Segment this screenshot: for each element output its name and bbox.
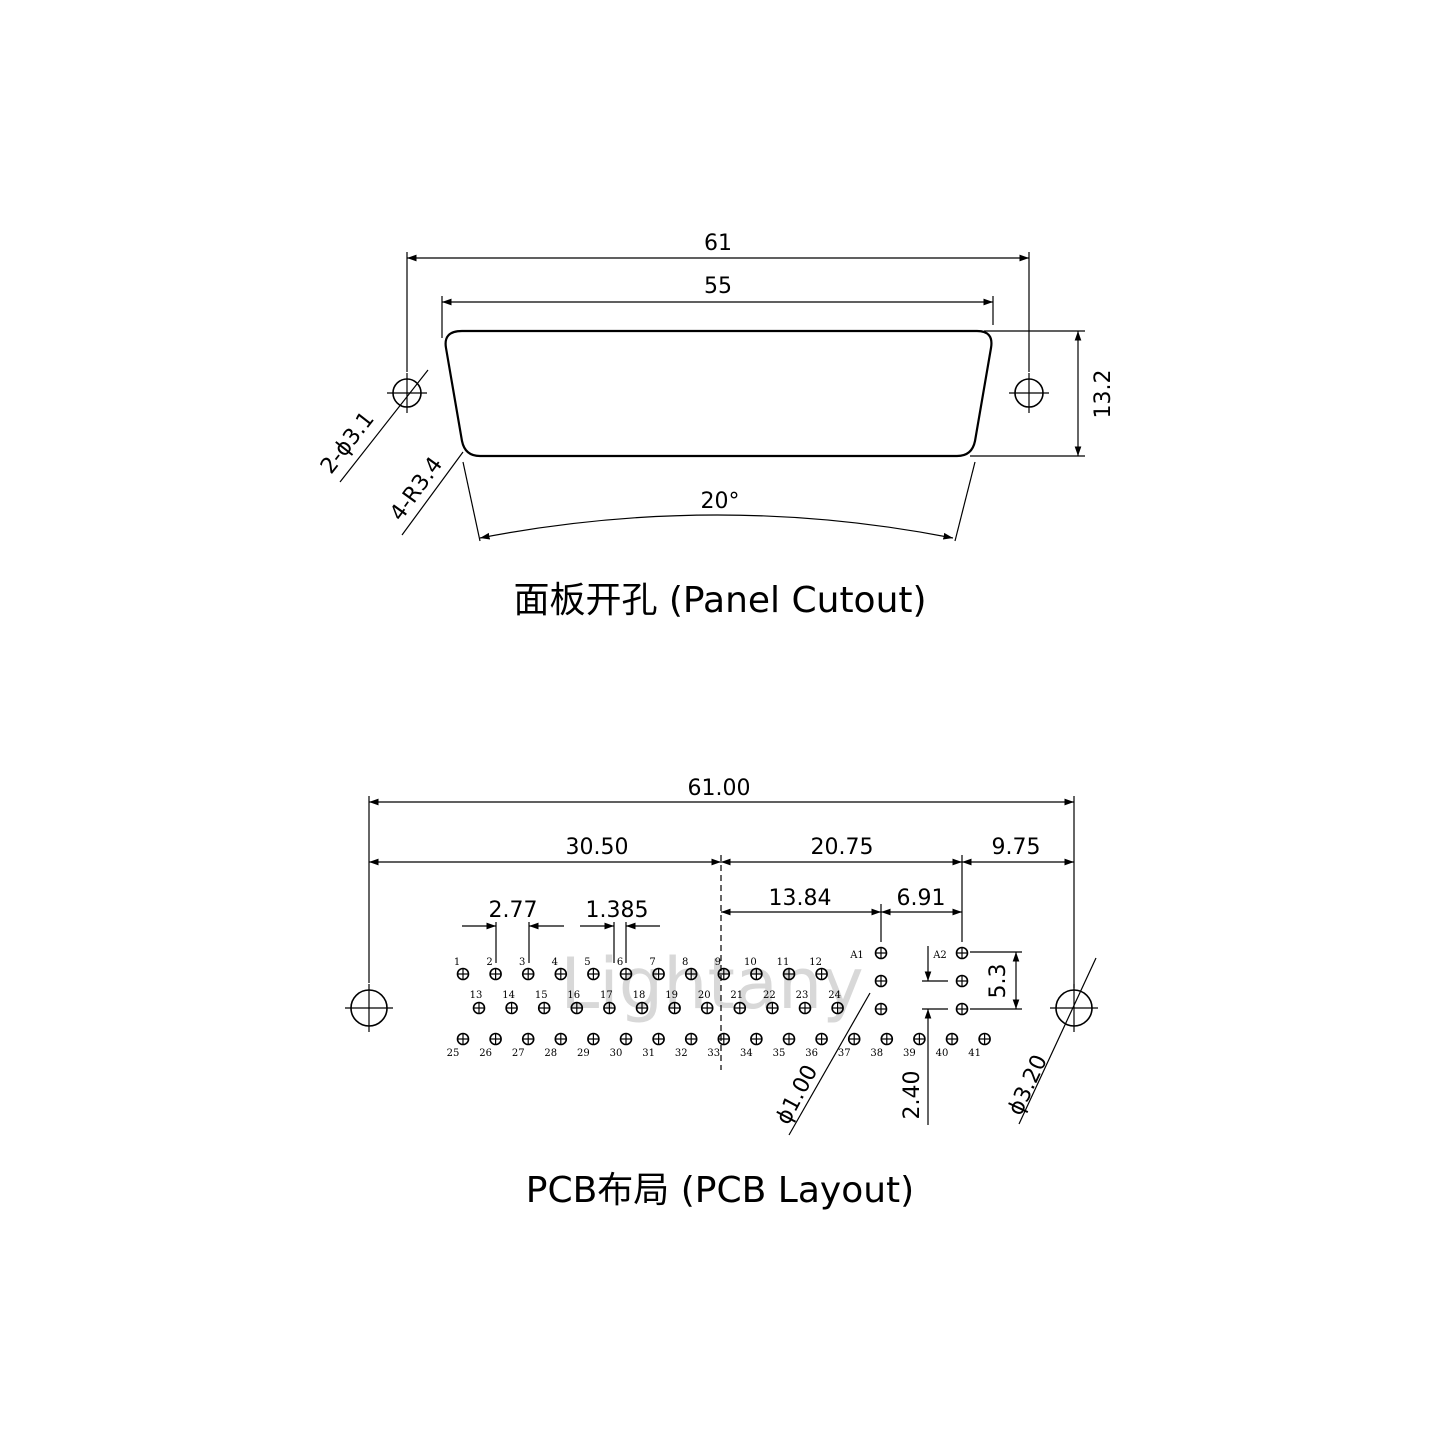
pin-38-label: 38 — [870, 1048, 883, 1059]
pin-34-label: 34 — [740, 1048, 753, 1059]
panel-cutout-caption: 面板开孔 (Panel Cutout) — [513, 580, 926, 621]
pin-13-label: 13 — [470, 990, 483, 1001]
pin-18-label: 18 — [633, 990, 646, 1001]
mounting-hole-left — [387, 373, 427, 413]
pin-10-label: 10 — [744, 957, 757, 968]
pin-31-label: 31 — [642, 1048, 655, 1059]
pin-4-label: 4 — [552, 957, 558, 968]
pin-25-label: 25 — [447, 1048, 460, 1059]
hole-leader-line — [339, 369, 429, 483]
pin-15-label: 15 — [535, 990, 548, 1001]
pin-35-label: 35 — [773, 1048, 786, 1059]
d-sub-cutout-outline — [444, 329, 993, 458]
pcb-offset-a-label: 13.84 — [769, 886, 832, 911]
pin-20-label: 20 — [698, 990, 711, 1001]
pin-pitch-label: 2.77 — [489, 898, 538, 923]
pin-3-label: 3 — [519, 957, 525, 968]
pin-22-label: 22 — [763, 990, 776, 1001]
pin-19-label: 19 — [665, 990, 678, 1001]
pin-30-label: 30 — [610, 1048, 623, 1059]
pin-39-label: 39 — [903, 1048, 916, 1059]
pin-26-label: 26 — [479, 1048, 492, 1059]
pin-36-label: 36 — [805, 1048, 818, 1059]
pin-diameter-leader — [788, 992, 871, 1136]
pin-28-label: 28 — [544, 1048, 557, 1059]
pin-8-label: 8 — [682, 957, 688, 968]
pin-7-label: 7 — [649, 957, 655, 968]
pin-33-label: 33 — [707, 1048, 720, 1059]
pcb-right-span-label: 20.75 — [811, 835, 874, 860]
pin-12-label: 12 — [809, 957, 822, 968]
special-pin-spacing-label: 2.40 — [900, 1071, 925, 1120]
pcb-mounting-hole-right — [1050, 984, 1098, 1032]
pin-41-label: 41 — [968, 1048, 981, 1059]
pin-29-label: 29 — [577, 1048, 590, 1059]
pin-37-label: 37 — [838, 1048, 851, 1059]
pin-diameter-label: ϕ1.00 — [771, 1061, 823, 1129]
pcb-mounting-hole-left — [345, 984, 393, 1032]
panel-cutout-view: 61 55 13.2 2-ϕ3.1 4-R3.4 20° 面板 — [316, 231, 1116, 621]
angle-arc — [479, 514, 954, 540]
pin-1-label: 1 — [454, 957, 460, 968]
pcb-edge-label: 9.75 — [992, 835, 1041, 860]
pin-5-label: 5 — [584, 957, 590, 968]
mount-hole-diameter-label: ϕ3.20 — [1003, 1051, 1052, 1119]
mounting-hole-right — [1009, 373, 1049, 413]
row-spacing-label: 5.3 — [986, 964, 1011, 999]
pin-16-label: 16 — [567, 990, 580, 1001]
radius-leader-line — [401, 451, 464, 536]
pin-2-label: 2 — [486, 957, 492, 968]
pin-a1-label: A1 — [849, 950, 864, 961]
panel-inner-label: 55 — [704, 274, 732, 299]
hole-diameter-leader — [1018, 957, 1097, 1125]
pin-17-label: 17 — [600, 990, 613, 1001]
pin-32-label: 32 — [675, 1048, 688, 1059]
pin-40-label: 40 — [936, 1048, 949, 1059]
pin-23-label: 23 — [796, 990, 809, 1001]
pcb-half-label: 30.50 — [566, 835, 629, 860]
pin-a2-label: A2 — [932, 950, 947, 961]
pin-9-label: 9 — [715, 957, 721, 968]
pcb-layout-caption: PCB布局 (PCB Layout) — [526, 1170, 914, 1211]
pin-14-label: 14 — [502, 990, 515, 1001]
pcb-layout-view: Lightany 61.00 30.50 20.75 9.75 13.84 6.… — [345, 776, 1098, 1211]
pin-24-label: 24 — [828, 990, 841, 1001]
pcb-width-label: 61.00 — [688, 776, 751, 801]
half-pitch-label: 1.385 — [586, 898, 649, 923]
pin-11-label: 11 — [777, 957, 790, 968]
pin-27-label: 27 — [512, 1048, 525, 1059]
pin-6-label: 6 — [617, 957, 623, 968]
angle-label: 20° — [701, 489, 740, 514]
panel-height-label: 13.2 — [1091, 370, 1116, 419]
panel-width-label: 61 — [704, 231, 732, 256]
pcb-offset-b-label: 6.91 — [897, 886, 946, 911]
pin-21-label: 21 — [730, 990, 743, 1001]
